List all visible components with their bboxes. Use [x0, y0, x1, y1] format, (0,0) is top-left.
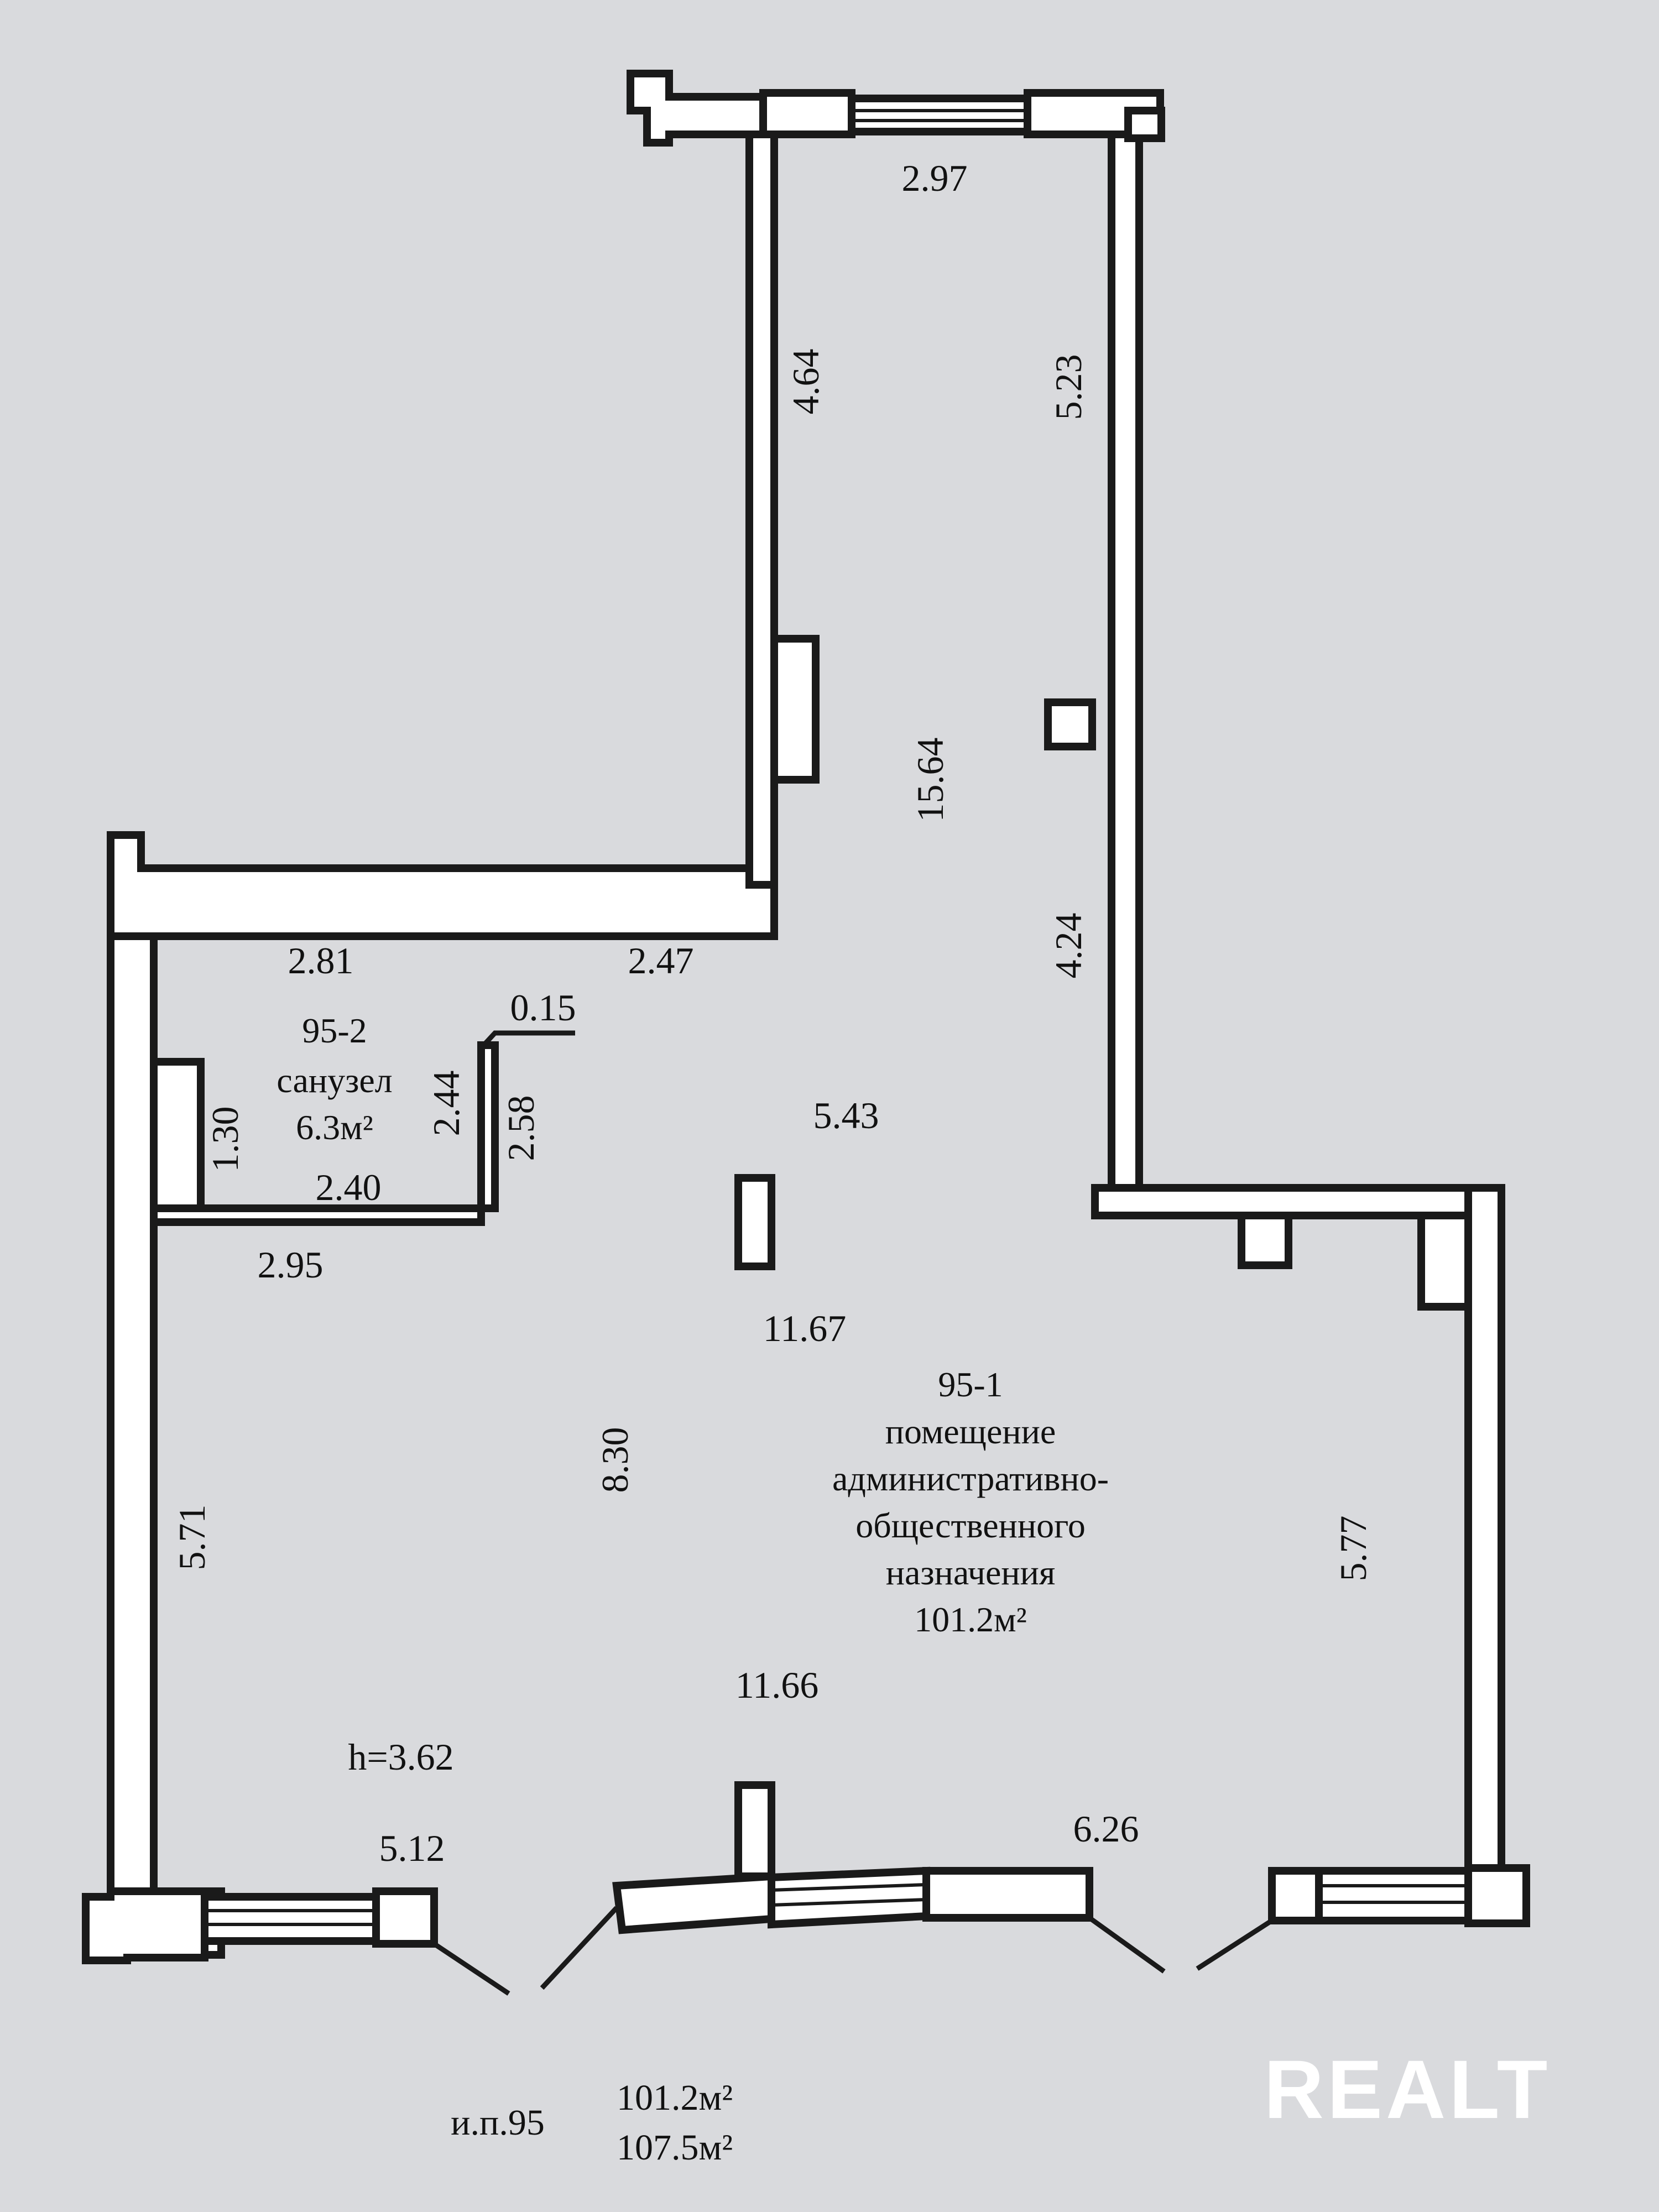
dim-bath-depth-inner: 2.44 — [425, 1071, 467, 1136]
dim-main-depth: 8.30 — [594, 1427, 636, 1493]
dim-right-middle-wall: 4.24 — [1047, 913, 1089, 979]
dim-bath-niche: 1.30 — [204, 1107, 246, 1172]
main-room-name-line4: назначения — [886, 1553, 1056, 1592]
bay-lines — [432, 1906, 1274, 1996]
main-room-number: 95-1 — [938, 1365, 1003, 1404]
dim-bath-depth-outer: 2.58 — [500, 1095, 542, 1161]
bathroom-number: 95-2 — [302, 1011, 367, 1050]
bathroom-partition — [150, 1030, 575, 1226]
unit-label: и.п.95 — [451, 2103, 545, 2143]
dim-window-right: 6.26 — [1073, 1808, 1139, 1850]
main-room-name-line1: помещение — [885, 1412, 1056, 1451]
window-bottom-left — [201, 1893, 380, 1945]
dim-main-width-bottom: 11.66 — [735, 1664, 818, 1706]
dim-left-lower-wall: 5.71 — [171, 1505, 213, 1571]
realt-logo: REALT — [1264, 2043, 1551, 2136]
footer-summary: и.п.95 101.2м² 107.5м² — [451, 2078, 733, 2168]
main-room-area: 101.2м² — [914, 1600, 1027, 1639]
dim-top-width: 2.97 — [902, 157, 968, 199]
dim-bath-width: 2.40 — [316, 1166, 382, 1208]
ceiling-height: h=3.62 — [348, 1736, 453, 1778]
bathroom-area: 6.3м² — [296, 1108, 373, 1147]
dim-room-top-right: 2.47 — [628, 940, 694, 982]
area-main: 101.2м² — [617, 2078, 733, 2118]
bathroom-name: санузел — [276, 1061, 392, 1100]
dim-main-width-top: 11.67 — [763, 1307, 846, 1349]
dimension-labels: 2.97 4.64 5.23 15.64 4.24 2.81 2.47 0.15… — [171, 157, 1374, 1869]
dim-window-left: 5.12 — [379, 1827, 445, 1869]
main-room-name-line3: общественного — [855, 1506, 1086, 1545]
dim-partition-thickness: 0.15 — [510, 987, 576, 1029]
dim-right-lower-wall: 5.77 — [1332, 1516, 1374, 1582]
dim-bath-outer-width: 2.95 — [258, 1244, 324, 1286]
dim-right-upper-wall: 5.23 — [1047, 354, 1089, 420]
dim-corridor-length: 15.64 — [909, 738, 951, 822]
window-bottom-right — [1315, 1867, 1472, 1924]
window-bottom-center — [768, 1866, 930, 1929]
room-main-label: 95-1 помещение административно- обществе… — [832, 1365, 1109, 1639]
window-top — [848, 95, 1031, 135]
columns — [734, 635, 1472, 1880]
area-total: 107.5м² — [617, 2127, 733, 2168]
main-room-name-line2: административно- — [832, 1459, 1109, 1498]
outer-walls — [82, 70, 1530, 1964]
room-bathroom-label: 95-2 санузел 6.3м² — [276, 1011, 392, 1147]
dim-room-top-left: 2.81 — [288, 940, 354, 982]
dim-left-upper-wall: 4.64 — [785, 349, 827, 415]
dim-middle-segment: 5.43 — [813, 1094, 879, 1136]
